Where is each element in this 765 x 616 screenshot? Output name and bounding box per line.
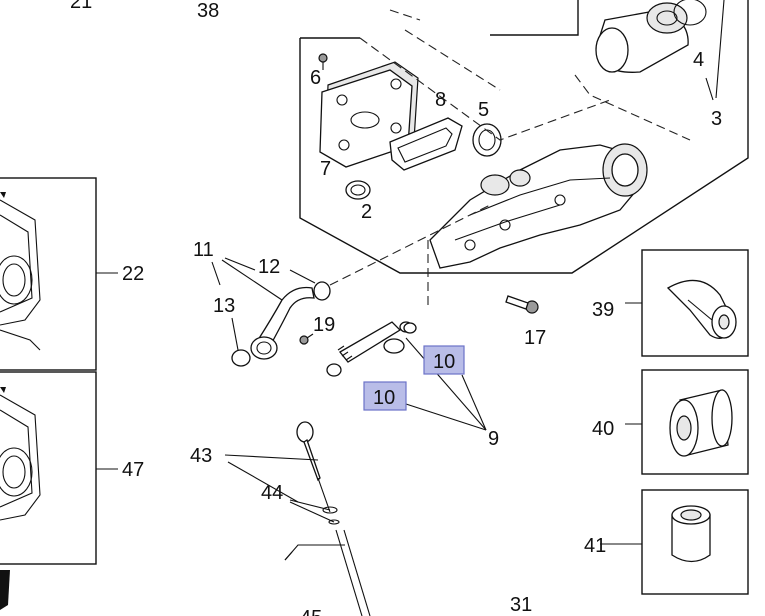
callout-3: 3 [711, 108, 722, 130]
callout-7: 7 [320, 158, 331, 180]
callout-38: 38 [197, 0, 219, 22]
callout-41: 41 [584, 535, 606, 557]
callout-19: 19 [313, 314, 335, 336]
callout-22: 22 [122, 263, 144, 285]
callout-9: 9 [488, 428, 499, 450]
bolt-part-17 [505, 295, 539, 314]
callout-12: 12 [258, 256, 280, 278]
detail-box-40-frame [641, 369, 749, 475]
gasket-part-8 [389, 117, 463, 171]
callout-5: 5 [478, 99, 489, 121]
callout-13: 13 [213, 295, 235, 317]
left-panel-bottom-part [0, 387, 41, 521]
callout-10-lower[interactable]: 10 [373, 387, 395, 409]
oil-cooler-plate [319, 61, 419, 168]
left-panel-top-frame [0, 177, 97, 371]
callout-44: 44 [261, 482, 283, 504]
detail-box-41-frame [641, 489, 749, 595]
callout-21: 21 [70, 0, 92, 13]
dipstick-part-43 [296, 421, 331, 513]
o-ring-part-10-lower [326, 363, 342, 377]
callout-47: 47 [122, 459, 144, 481]
callout-4: 4 [693, 49, 704, 71]
oil-cooler-assembly-frame [299, 0, 749, 274]
callout-31: 31 [510, 594, 532, 616]
detail-part-39 [666, 279, 737, 339]
oil-return-pipe [250, 281, 331, 360]
seal-ring-part-5 [472, 123, 502, 157]
callout-10-upper[interactable]: 10 [433, 351, 455, 373]
assembly-dashed-lines [329, 9, 691, 310]
oil-feed-pipe-part-9 [337, 321, 413, 363]
callout-43: 43 [190, 445, 212, 467]
callout-10-lower-highlight[interactable] [363, 381, 407, 411]
left-panel-top-part [0, 192, 41, 351]
seal-ring-part-2 [345, 180, 371, 200]
detail-part-41 [671, 505, 711, 563]
corner-arrow-icon [0, 570, 10, 610]
callout-6: 6 [310, 67, 321, 89]
left-panel-bottom-frame [0, 371, 97, 565]
callout-17: 17 [524, 327, 546, 349]
callout-45: 45 [300, 607, 322, 616]
seal-ring-part-13 [231, 349, 251, 367]
callout-39: 39 [592, 299, 614, 321]
callout-2: 2 [361, 201, 372, 223]
detail-part-40 [669, 389, 733, 457]
dipstick-tube [284, 529, 371, 616]
leader-lines [96, 0, 725, 545]
callout-11: 11 [193, 239, 214, 261]
callout-40: 40 [592, 418, 614, 440]
o-ring-part-10-upper [403, 322, 417, 334]
bolt-part-19 [299, 333, 314, 345]
callout-8: 8 [435, 89, 446, 111]
callout-10-upper-highlight[interactable] [423, 345, 465, 375]
dipstick-seals-part-44 [322, 506, 340, 525]
oil-filter-cartridge [595, 0, 707, 73]
oil-filter-housing [429, 143, 648, 269]
bolt-part-6 [318, 53, 328, 70]
